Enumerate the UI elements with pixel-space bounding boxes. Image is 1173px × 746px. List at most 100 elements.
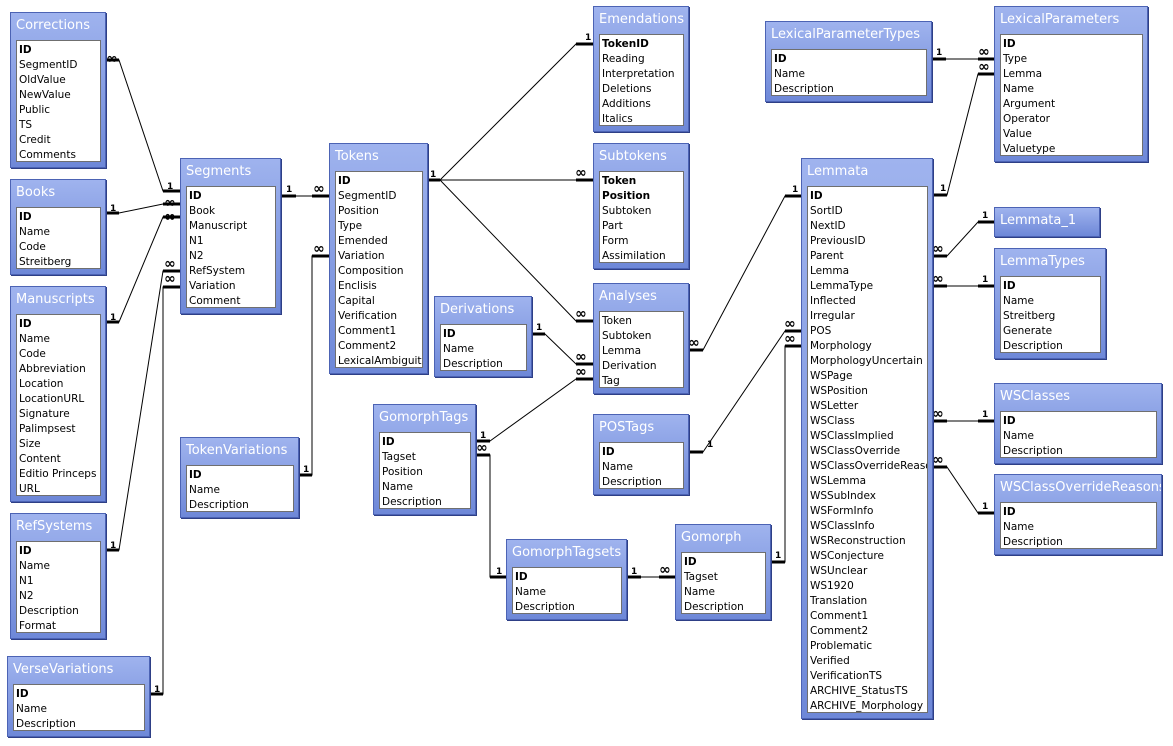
field-id[interactable]: ID [189, 469, 202, 481]
field-variation[interactable]: Variation [338, 250, 385, 262]
field-wsconjecture[interactable]: WSConjecture [810, 550, 884, 562]
table-title[interactable]: GomorphTags [379, 410, 469, 425]
field-variation[interactable]: Variation [189, 280, 236, 292]
table-title[interactable]: Lemmata [807, 164, 869, 179]
field-name[interactable]: Name [602, 461, 633, 473]
field-translation[interactable]: Translation [810, 595, 868, 607]
table-title[interactable]: Gomorph [681, 530, 742, 545]
field-emended[interactable]: Emended [338, 235, 388, 247]
field-n2[interactable]: N2 [189, 250, 204, 262]
field-tag[interactable]: Tag [602, 375, 620, 387]
field-description[interactable]: Description [189, 499, 249, 511]
table-title[interactable]: LemmaTypes [1000, 254, 1085, 269]
field-manuscript[interactable]: Manuscript [189, 220, 248, 232]
field-id[interactable]: ID [810, 190, 823, 202]
field-part[interactable]: Part [602, 220, 623, 232]
field-segmentid[interactable]: SegmentID [19, 59, 78, 71]
field-oldvalue[interactable]: OldValue [19, 74, 66, 86]
field-form[interactable]: Form [602, 235, 629, 247]
field-id[interactable]: ID [602, 446, 615, 458]
field-name[interactable]: Name [1003, 295, 1034, 307]
field-wspage[interactable]: WSPage [810, 370, 853, 382]
table-title[interactable]: Derivations [440, 302, 515, 317]
field-palimpsest[interactable]: Palimpsest [19, 423, 76, 435]
field-position[interactable]: Position [382, 466, 423, 478]
field-wsclassoverridereason[interactable]: WSClassOverrideReason [810, 460, 928, 472]
field-argument[interactable]: Argument [1003, 98, 1056, 110]
table-title[interactable]: Corrections [16, 18, 91, 33]
field-id[interactable]: ID [774, 53, 787, 65]
field-id[interactable]: ID [382, 436, 395, 448]
field-wsclassoverride[interactable]: WSClassOverride [810, 445, 901, 457]
field-verification[interactable]: Verification [338, 310, 397, 322]
field-type[interactable]: Type [1003, 53, 1028, 65]
field-derivation[interactable]: Derivation [602, 360, 657, 372]
field-name[interactable]: Name [684, 586, 715, 598]
field-name[interactable]: Name [16, 703, 47, 715]
field-newvalue[interactable]: NewValue [19, 89, 71, 101]
field-description[interactable]: Description [1003, 536, 1063, 548]
field-italics[interactable]: Italics [602, 113, 633, 125]
field-description[interactable]: Description [382, 496, 442, 508]
table-title[interactable]: RefSystems [16, 519, 93, 534]
field-operator[interactable]: Operator [1003, 113, 1050, 125]
table-title[interactable]: Emendations [599, 12, 685, 27]
field-name[interactable]: Name [1003, 83, 1034, 95]
table-title[interactable]: TokenVariations [186, 443, 288, 458]
field-tagset[interactable]: Tagset [382, 451, 416, 463]
field-morphologyuncertain[interactable]: MorphologyUncertain [810, 355, 923, 367]
field-size[interactable]: Size [19, 438, 41, 450]
field-locationurl[interactable]: LocationURL [19, 393, 85, 405]
field-interpretation[interactable]: Interpretation [602, 68, 675, 80]
field-valuetype[interactable]: Valuetype [1003, 143, 1056, 155]
field-nextid[interactable]: NextID [810, 220, 846, 232]
field-description[interactable]: Description [774, 83, 834, 95]
table-title[interactable]: Segments [186, 164, 252, 179]
field-archive-morphology[interactable]: ARCHIVE_Morphology [810, 700, 924, 712]
field-description[interactable]: Description [16, 718, 76, 730]
field-inflected[interactable]: Inflected [810, 295, 856, 307]
field-lemma[interactable]: Lemma [810, 265, 850, 277]
field-archive-statusts[interactable]: ARCHIVE_StatusTS [810, 685, 908, 697]
field-content[interactable]: Content [19, 453, 61, 465]
table-title[interactable]: Subtokens [599, 149, 667, 164]
field-signature[interactable]: Signature [19, 408, 70, 420]
field-wsposition[interactable]: WSPosition [810, 385, 868, 397]
field-description[interactable]: Description [1003, 340, 1063, 352]
field-comment[interactable]: Comment [189, 295, 241, 307]
field-credit[interactable]: Credit [19, 134, 51, 146]
field-additions[interactable]: Additions [602, 98, 651, 110]
field-id[interactable]: ID [1003, 38, 1016, 50]
field-subtoken[interactable]: Subtoken [602, 330, 652, 342]
field-wssubindex[interactable]: WSSubIndex [810, 490, 876, 502]
field-morphology[interactable]: Morphology [810, 340, 872, 352]
field-problematic[interactable]: Problematic [810, 640, 873, 652]
table-title[interactable]: POSTags [599, 420, 655, 435]
field-tagset[interactable]: Tagset [684, 571, 718, 583]
field-comment2[interactable]: Comment2 [338, 340, 397, 352]
field-name[interactable]: Name [1003, 430, 1034, 442]
field-abbreviation[interactable]: Abbreviation [19, 363, 86, 375]
table-title[interactable]: LexicalParameters [1000, 12, 1120, 27]
field-capital[interactable]: Capital [338, 295, 375, 307]
field-comment1[interactable]: Comment1 [338, 325, 397, 337]
table-title[interactable]: Tokens [335, 149, 379, 164]
